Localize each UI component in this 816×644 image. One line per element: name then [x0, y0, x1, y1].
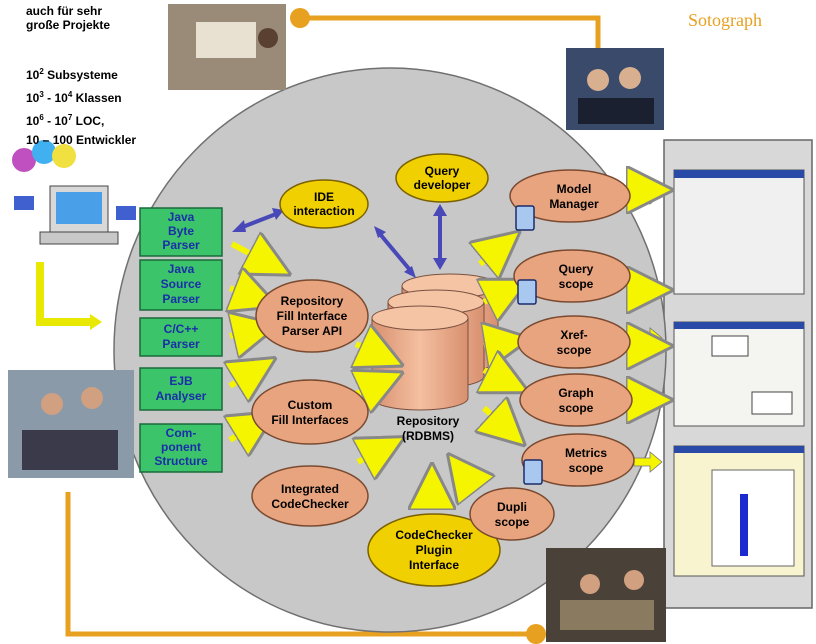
parser-box-java-byte	[139, 207, 223, 257]
connector-dot-bottom	[526, 624, 546, 644]
input-arrow	[36, 262, 102, 330]
parser-box-cpp	[139, 317, 223, 357]
tablet-icon	[523, 459, 543, 485]
thumb-metrics	[673, 445, 805, 577]
node-query-developer	[395, 153, 489, 203]
node-model-manager	[509, 169, 631, 223]
node-xref-scope	[517, 315, 631, 369]
photo-meeting-top	[566, 48, 664, 130]
label-xref-scope: Xref-scope	[556, 328, 592, 357]
stat-classes: 103 - 104 Klassen	[26, 90, 122, 105]
node-dupli-scope	[469, 487, 555, 541]
parser-label-cpp: C/C++Parser	[162, 322, 200, 351]
parser-box-component	[139, 423, 223, 473]
parser-box-java-source	[139, 259, 223, 311]
connector-lines	[65, 15, 601, 637]
node-ide-interaction	[279, 179, 369, 229]
yellow-nodes	[279, 153, 501, 587]
stat-loc: 106 - 107 LOC,	[26, 113, 105, 128]
intro-stats: 102 Subsysteme 103 - 104 Klassen 106 - 1…	[26, 62, 136, 150]
parser-box-ejb	[139, 367, 223, 411]
intro-heading-line: große Projekte	[26, 18, 111, 32]
photo-office-bottom	[546, 548, 666, 642]
tablet-icon	[515, 205, 535, 231]
thumb-model-manager	[673, 169, 805, 295]
intro-heading-line: auch für sehr	[26, 4, 103, 18]
node-integrated-codechecker	[251, 465, 369, 527]
node-fill-api	[255, 279, 369, 353]
computer-icon	[12, 140, 136, 245]
photo-team-left	[8, 370, 134, 478]
stat-subsystems: 102 Subsysteme	[26, 67, 118, 82]
tablet-icons	[515, 205, 543, 485]
connector-dot-top	[290, 8, 310, 28]
photo-developer-top	[168, 4, 286, 90]
thumb-xref	[673, 321, 805, 427]
intro-heading: auch für sehr große Projekte	[26, 4, 110, 32]
internal-arrows	[230, 190, 650, 506]
node-codechecker-plugin	[367, 513, 501, 587]
orange-nodes	[251, 169, 635, 541]
parser-boxes	[139, 207, 223, 473]
stat-developers: 10 – 100 Entwickler	[26, 133, 137, 147]
brand-title: Sotograph	[688, 10, 762, 30]
tablet-icon	[517, 279, 537, 305]
node-graph-scope	[519, 373, 633, 427]
node-custom-fill	[251, 379, 369, 445]
node-query-scope	[513, 249, 631, 303]
label-repository: Repository(RDBMS)	[396, 414, 460, 443]
node-metrics-scope	[521, 433, 635, 487]
